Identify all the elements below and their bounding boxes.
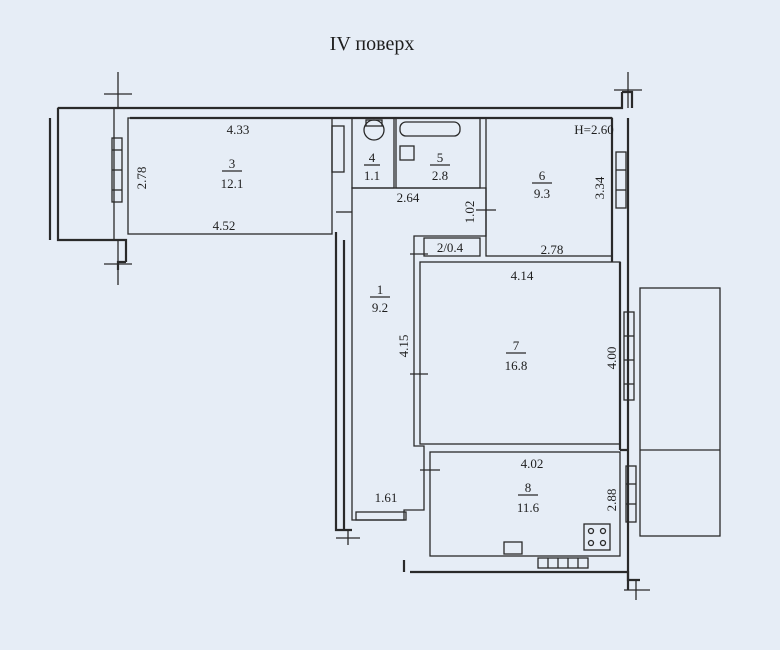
room-6-dim-bottom: 2.78 [541,242,564,257]
room-6-number: 6 [539,168,546,183]
room-7-dim-top: 4.14 [511,268,534,283]
room-6-area: 9.3 [534,186,550,201]
room-8-dim-top: 4.02 [521,456,544,471]
room-6: H=2.60 6 9.3 3.34 2.78 [485,72,642,257]
room-1-dim-bottom: 1.61 [375,490,398,505]
room-8-dim-right: 2.88 [604,489,619,512]
room-7-dim-right: 4.00 [604,347,619,370]
room-3: 3 12.1 4.33 4.52 2.78 [127,117,333,235]
room-6-dim-side: 3.34 [592,176,607,199]
room-4-number: 4 [369,150,376,165]
room-5-area: 2.8 [432,168,448,183]
room-4-area: 1.1 [364,168,380,183]
room-7-dim-left: 4.15 [396,335,411,358]
room-8-area: 11.6 [517,500,540,515]
balcony-left [57,72,132,285]
room-3-number: 3 [229,156,236,171]
room-8: 4.02 8 11.6 2.88 [429,451,650,600]
room-3-dim-side: 2.78 [134,167,149,190]
hall-dim-top: 2.64 [397,190,420,205]
room-3-dim-top: 4.33 [227,122,250,137]
room-8-number: 8 [525,480,532,495]
room-2-label: 2/0.4 [437,240,464,255]
room-1-area: 9.2 [372,300,388,315]
stove-icon [583,523,611,551]
ceiling-height: H=2.60 [574,122,613,137]
room-3-dim-bottom: 4.52 [213,218,236,233]
hall-dim-right: 1.02 [462,201,477,224]
radiator-icon [537,557,589,569]
room-7-area: 16.8 [505,358,528,373]
room-4: 4 1.1 [331,117,395,189]
room-3-area: 12.1 [221,176,244,191]
floor-title: IV поверх [330,33,415,55]
room-5: 5 2.8 [395,117,481,189]
room-1-number: 1 [377,282,384,297]
sink-icon [503,541,523,555]
room-5-number: 5 [437,150,444,165]
room-2: 2/0.4 [423,237,481,257]
room-7-number: 7 [513,338,520,353]
room-1: 2.64 1.02 1 9.2 4.15 1.61 [336,187,487,545]
door-marks [336,209,496,471]
balcony-right [639,287,721,537]
room-7: 4.14 7 16.8 4.00 [419,261,635,445]
